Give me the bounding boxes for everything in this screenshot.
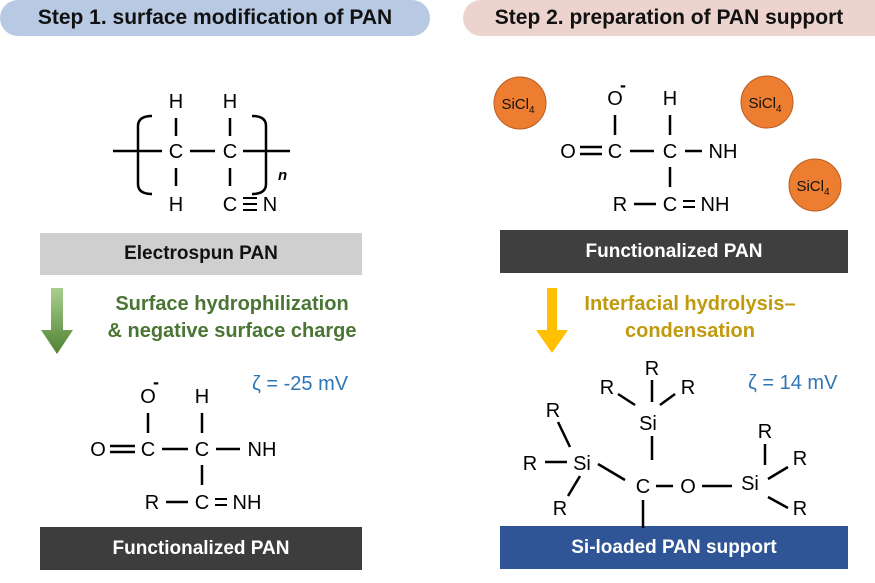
functionalized-pan-structure-step2: SiCl4 SiCl4 SiCl4 O - H O C C NH R C NH xyxy=(493,75,842,216)
atom-label: H xyxy=(195,386,209,408)
atom-label: R xyxy=(793,498,807,520)
atom-label: NH xyxy=(248,439,277,461)
si-loaded-structure: R R R Si R R R Si R C O Si R R xyxy=(523,358,807,528)
process-line: condensation xyxy=(624,320,755,342)
atom-label: 4 xyxy=(824,187,830,198)
atom-h: H xyxy=(223,91,237,113)
step2-process-text: Interfacial hydrolysis– condensation xyxy=(560,291,820,345)
atom-label: R xyxy=(553,498,567,520)
atom-label: C xyxy=(195,492,209,514)
repeat-n: n xyxy=(278,167,287,184)
atom-c: C xyxy=(223,194,237,216)
functionalized-pan-label: Functionalized PAN xyxy=(112,537,290,559)
atom-label: R xyxy=(600,377,614,399)
step2-header: Step 2. preparation of PAN support xyxy=(463,0,875,36)
atom-n: N xyxy=(263,194,277,216)
step1-process-text: Surface hydrophilization & negative surf… xyxy=(82,291,382,345)
atom-label: R xyxy=(681,377,695,399)
electrospun-pan-label: Electrospun PAN xyxy=(124,243,278,264)
functionalized-pan-bar-step2: Functionalized PAN xyxy=(500,230,848,273)
atom-label: H xyxy=(663,88,677,110)
process-line: Interfacial hydrolysis– xyxy=(584,293,796,315)
atom-label: R xyxy=(546,400,560,422)
atom-label: SiCl4 xyxy=(501,96,535,116)
atom-label: Si xyxy=(639,413,657,435)
atom-h: H xyxy=(169,91,183,113)
atom-label: SiCl xyxy=(796,178,824,195)
atom-label: NH xyxy=(233,492,262,514)
electrospun-pan-bar: Electrospun PAN xyxy=(40,233,362,275)
atom-label: C xyxy=(663,141,677,163)
atom-label: O xyxy=(560,141,576,163)
atom-label: C xyxy=(663,194,677,216)
si-loaded-pan-label: Si-loaded PAN support xyxy=(571,536,777,558)
atom-label: R xyxy=(145,492,159,514)
atom-label: NH xyxy=(709,141,738,163)
atom-label: R xyxy=(758,421,772,443)
functionalized-pan-bar-step1: Functionalized PAN xyxy=(40,527,362,570)
atom-label: SiCl xyxy=(748,95,776,112)
functionalized-pan-label: Functionalized PAN xyxy=(585,240,763,262)
zeta-potential-step2: ζ = 14 mV xyxy=(748,372,838,394)
atom-label: O xyxy=(680,476,696,498)
atom-label: 4 xyxy=(529,105,535,116)
atom-label: SiCl4 xyxy=(748,95,782,115)
step1-title: Step 1. surface modification of PAN xyxy=(37,6,393,29)
atom-label: O xyxy=(90,439,106,461)
atom-label: C xyxy=(141,439,155,461)
atom-label: C xyxy=(608,141,622,163)
zeta-potential-step1: ζ = -25 mV xyxy=(252,373,349,395)
atom-label: O xyxy=(607,88,623,110)
step1-header: Step 1. surface modification of PAN xyxy=(0,0,430,36)
functionalized-pan-structure-step1: O - H O C C NH R C NH xyxy=(90,375,277,514)
atom-label: - xyxy=(620,75,626,95)
atom-label: O xyxy=(140,386,156,408)
atom-label: NH xyxy=(701,194,730,216)
atom-label: C xyxy=(195,439,209,461)
atom-c: C xyxy=(169,141,183,163)
atom-label: R xyxy=(613,194,627,216)
atom-label: 4 xyxy=(776,104,782,115)
sicl4-molecule xyxy=(493,75,842,212)
yellow-down-arrow-icon xyxy=(536,288,568,353)
atom-label: R xyxy=(793,448,807,470)
atom-label: C xyxy=(636,476,650,498)
process-line: & negative surface charge xyxy=(107,320,357,342)
atom-label: - xyxy=(153,375,159,392)
pan-polymer-structure: H C H H C C N n xyxy=(113,91,290,216)
atom-label: R xyxy=(523,453,537,475)
atom-c: C xyxy=(223,141,237,163)
atom-label: SiCl xyxy=(501,96,529,113)
atom-label: Si xyxy=(573,453,591,475)
step2-title: Step 2. preparation of PAN support xyxy=(494,6,844,29)
process-line: Surface hydrophilization xyxy=(115,293,349,315)
atom-h: H xyxy=(169,194,183,216)
green-down-arrow-icon xyxy=(41,288,73,354)
atom-label: SiCl4 xyxy=(796,178,830,198)
atom-label: R xyxy=(645,358,659,380)
atom-label: Si xyxy=(741,473,759,495)
si-loaded-pan-bar: Si-loaded PAN support xyxy=(500,526,848,569)
